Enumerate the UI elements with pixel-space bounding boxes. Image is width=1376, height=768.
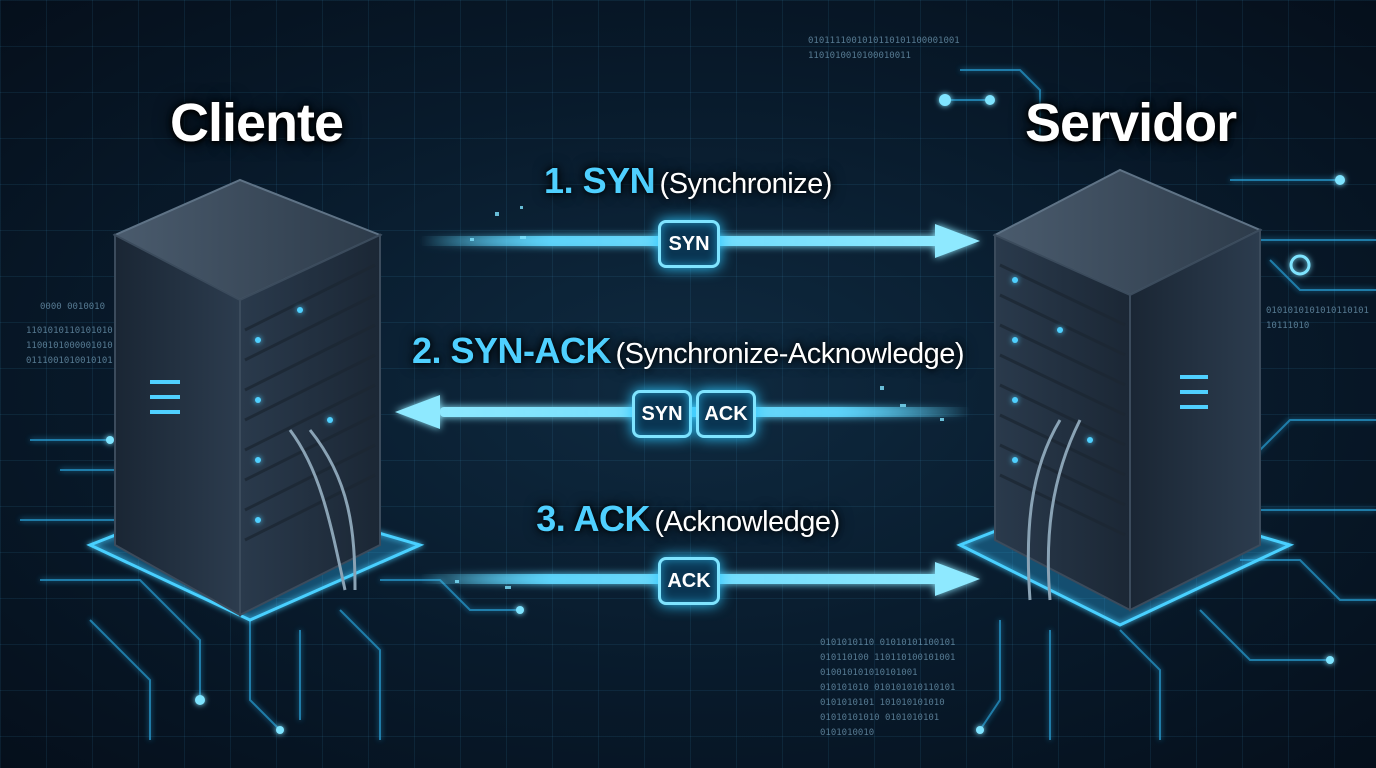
step-number: 2. SYN-ACK (411, 330, 612, 371)
client-server-icon (112, 178, 383, 617)
binary-text: 0101010110 01010101100101 010110100 1101… (820, 638, 956, 738)
packet-syn: SYN (658, 220, 720, 268)
step-number: 1. SYN (544, 160, 656, 201)
step-description: (Synchronize) (659, 168, 833, 200)
binary-text: 0101111001010110101100001001 11010100101… (808, 36, 960, 61)
packet-ack: ACK (658, 557, 720, 605)
step-number: 3. ACK (536, 498, 650, 539)
binary-text: 0101010101010110101 10111010 (1266, 306, 1369, 331)
client-label: Cliente (170, 93, 344, 153)
step-2-label: 2. SYN-ACK (Synchronize-Acknowledge) (0, 330, 1376, 372)
packet-syn: SYN (632, 390, 692, 438)
server-label: Servidor (1025, 93, 1237, 153)
binary-text: 1101010110101010 1100101000001010 011100… (26, 326, 113, 366)
step-description: (Acknowledge) (654, 506, 840, 538)
binary-text: 0000 0010010 (40, 302, 106, 312)
step-3-label: 3. ACK (Acknowledge) (0, 498, 1376, 540)
packet-ack: ACK (696, 390, 756, 438)
server-server-icon (992, 168, 1263, 612)
step-1-label: 1. SYN (Synchronize) (0, 160, 1376, 202)
step-description: (Synchronize-Acknowledge) (615, 338, 965, 370)
